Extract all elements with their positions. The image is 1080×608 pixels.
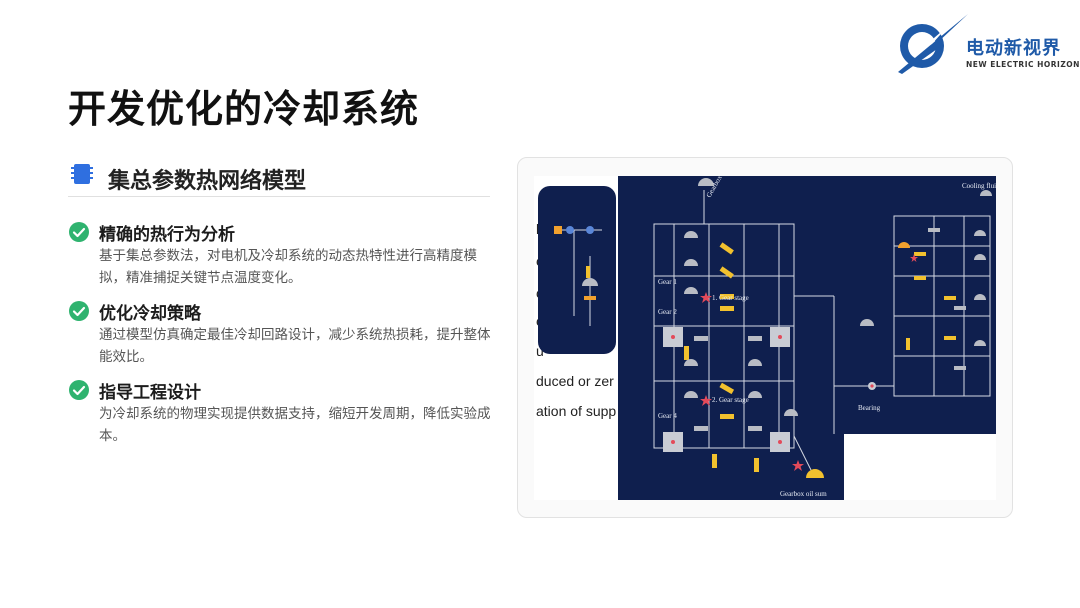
- thermal-network-diagram: l e c e u duced or zer ation of supp: [534, 176, 996, 500]
- feature-description: 为冷却系统的物理实现提供数据支持，缩短开发周期，降低实验成本。: [99, 406, 491, 444]
- feature-title: 优化冷却策略: [99, 304, 201, 324]
- gear-label: Gear 4: [658, 412, 677, 420]
- brand-logo: 电动新视界 NEW ELECTRIC HORIZON: [892, 10, 1079, 76]
- chip-icon: [71, 164, 93, 184]
- section-header: 集总参数热网络模型: [68, 160, 490, 197]
- inset-panel: [538, 186, 616, 354]
- background-fragment: ation of supp: [536, 403, 616, 419]
- thermal-resistors: [586, 242, 956, 472]
- sump-label: Gearbox oil sum: [780, 490, 827, 498]
- fluid-label: Cooling fluid: [962, 182, 996, 190]
- brand-name-cn: 电动新视界: [966, 38, 1061, 59]
- feature-title: 精确的热行为分析: [99, 225, 235, 245]
- background-fragment: duced or zer: [536, 373, 614, 389]
- check-circle-icon: [69, 301, 89, 321]
- gear-stage-label: 1. Gear stage: [712, 294, 749, 302]
- brand-name-en: NEW ELECTRIC HORIZON: [966, 60, 1080, 69]
- slide-title: 开发优化的冷却系统: [68, 87, 420, 131]
- feature-title: 指导工程设计: [99, 383, 201, 403]
- gear-stage-label: 2. Gear stage: [712, 396, 749, 404]
- section-title: 集总参数热网络模型: [108, 169, 307, 194]
- check-circle-icon: [69, 380, 89, 400]
- background-fragment: l: [536, 221, 539, 237]
- gear-label: Gear 1: [658, 278, 677, 286]
- figure-card: l e c e u duced or zer ation of supp: [517, 157, 1013, 518]
- bearing-label: Bearing: [858, 404, 881, 412]
- background-fragment: u: [536, 343, 544, 359]
- gear-label: Gear 2: [658, 308, 677, 316]
- lightning-globe-icon: [898, 14, 968, 74]
- check-circle-icon: [69, 222, 89, 242]
- feature-description: 通过模型仿真确定最佳冷却回路设计，减少系统热损耗，提升整体能效比。: [99, 327, 491, 365]
- feature-description: 基于集总参数法，对电机及冷却系统的动态热特性进行高精度模拟，精准捕捉关键节点温度…: [99, 248, 477, 286]
- heat-source-markers: [700, 254, 918, 471]
